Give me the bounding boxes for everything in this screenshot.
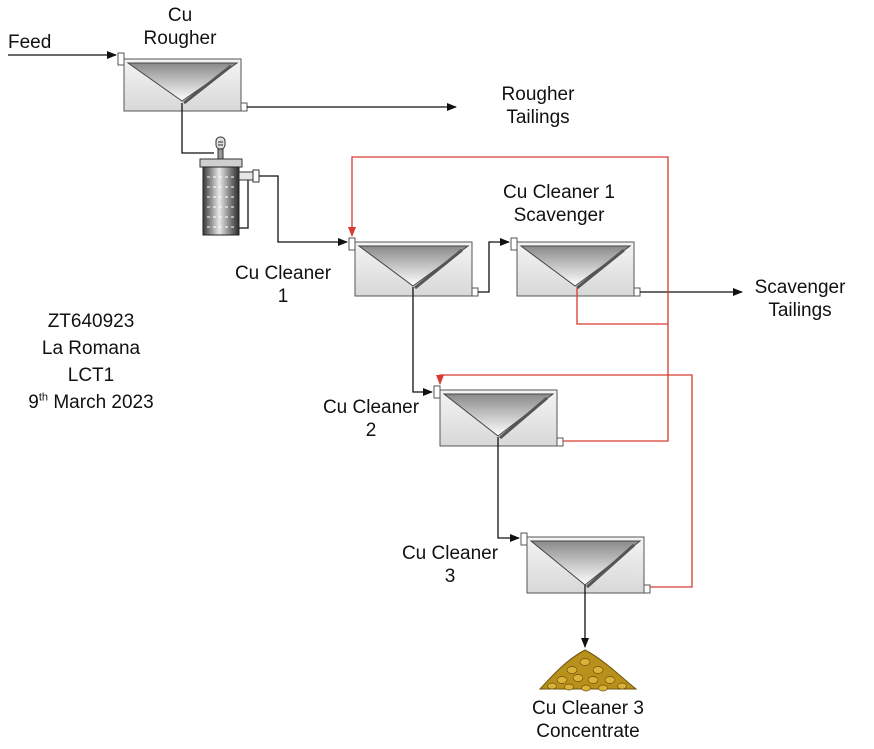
concentrate-label-line-2: Concentrate (536, 721, 640, 742)
cleaner3-label-line-2: 3 (444, 566, 456, 587)
concentrate-label-line-1: Cu Cleaner 3 (532, 698, 644, 719)
cleaner1-concentrate-line (412, 287, 433, 396)
test-date-suffix: th (38, 391, 49, 404)
concentrate-pile-icon (538, 649, 638, 692)
cleaner3-cell (520, 532, 651, 594)
rougher-tailings-label: Rougher Tailings (478, 83, 598, 129)
cleaner2-label: Cu Cleaner 2 (306, 396, 436, 442)
cleaner2-tails-recycle (563, 324, 669, 442)
test-date-day: 9 (28, 392, 39, 413)
cleaner1-label-line-1: Cu Cleaner (234, 263, 332, 284)
rougher-tailings-line-1: Rougher (501, 84, 575, 105)
cleaner1-scavenger-label: Cu Cleaner 1 Scavenger (484, 181, 634, 227)
cleaner1-scavenger-cell (510, 237, 641, 297)
feed-label: Feed (8, 31, 51, 54)
cleaner2-label-line-2: 2 (365, 420, 377, 441)
cleaner3-label: Cu Cleaner 3 (385, 542, 515, 588)
cleaner1-label-line-2: 1 (277, 286, 289, 307)
test-date: 9th March 2023 (0, 389, 182, 416)
cleaner3-label-line-1: Cu Cleaner (401, 543, 499, 564)
concentrate-label: Cu Cleaner 3 Concentrate (508, 697, 668, 743)
test-name: LCT1 (67, 365, 115, 386)
rougher-cell (117, 52, 248, 112)
recycle-lines (348, 156, 693, 588)
cleaner2-label-line-1: Cu Cleaner (322, 397, 420, 418)
scavenger-concentrate-recycle (348, 156, 669, 325)
mill-discharge-line (259, 175, 348, 246)
site-name: La Romana (41, 338, 141, 359)
test-date-rest: March 2023 (48, 392, 154, 413)
rougher-concentrate-line (181, 103, 214, 154)
cleaner1-tails-line (478, 238, 510, 293)
scavenger-tailings-line-1: Scavenger (754, 277, 846, 298)
scavenger-tailings-label: Scavenger Tailings (748, 276, 852, 322)
cleaner1-cell (348, 237, 479, 297)
test-info: ZT640923 La Romana LCT1 9th March 2023 (0, 308, 182, 416)
cleaner1-scavenger-line-2: Scavenger (513, 205, 605, 226)
rougher-label-line-1: Cu (167, 5, 193, 26)
rougher-label-line-2: Rougher (143, 28, 217, 49)
regrind-mill (199, 136, 260, 236)
cleaner2-concentrate-line (497, 437, 520, 542)
sample-id: ZT640923 (47, 311, 135, 332)
cleaner1-scavenger-line-1: Cu Cleaner 1 (503, 182, 615, 203)
scavenger-tailings-line-2: Tailings (768, 300, 832, 321)
rougher-tailings-line-2: Tailings (506, 107, 570, 128)
process-lines (8, 51, 743, 648)
cleaner3-tails-recycle (436, 374, 693, 588)
cleaner1-label: Cu Cleaner 1 (218, 262, 348, 308)
feed-text: Feed (8, 32, 52, 53)
rougher-label: Cu Rougher (118, 4, 242, 50)
